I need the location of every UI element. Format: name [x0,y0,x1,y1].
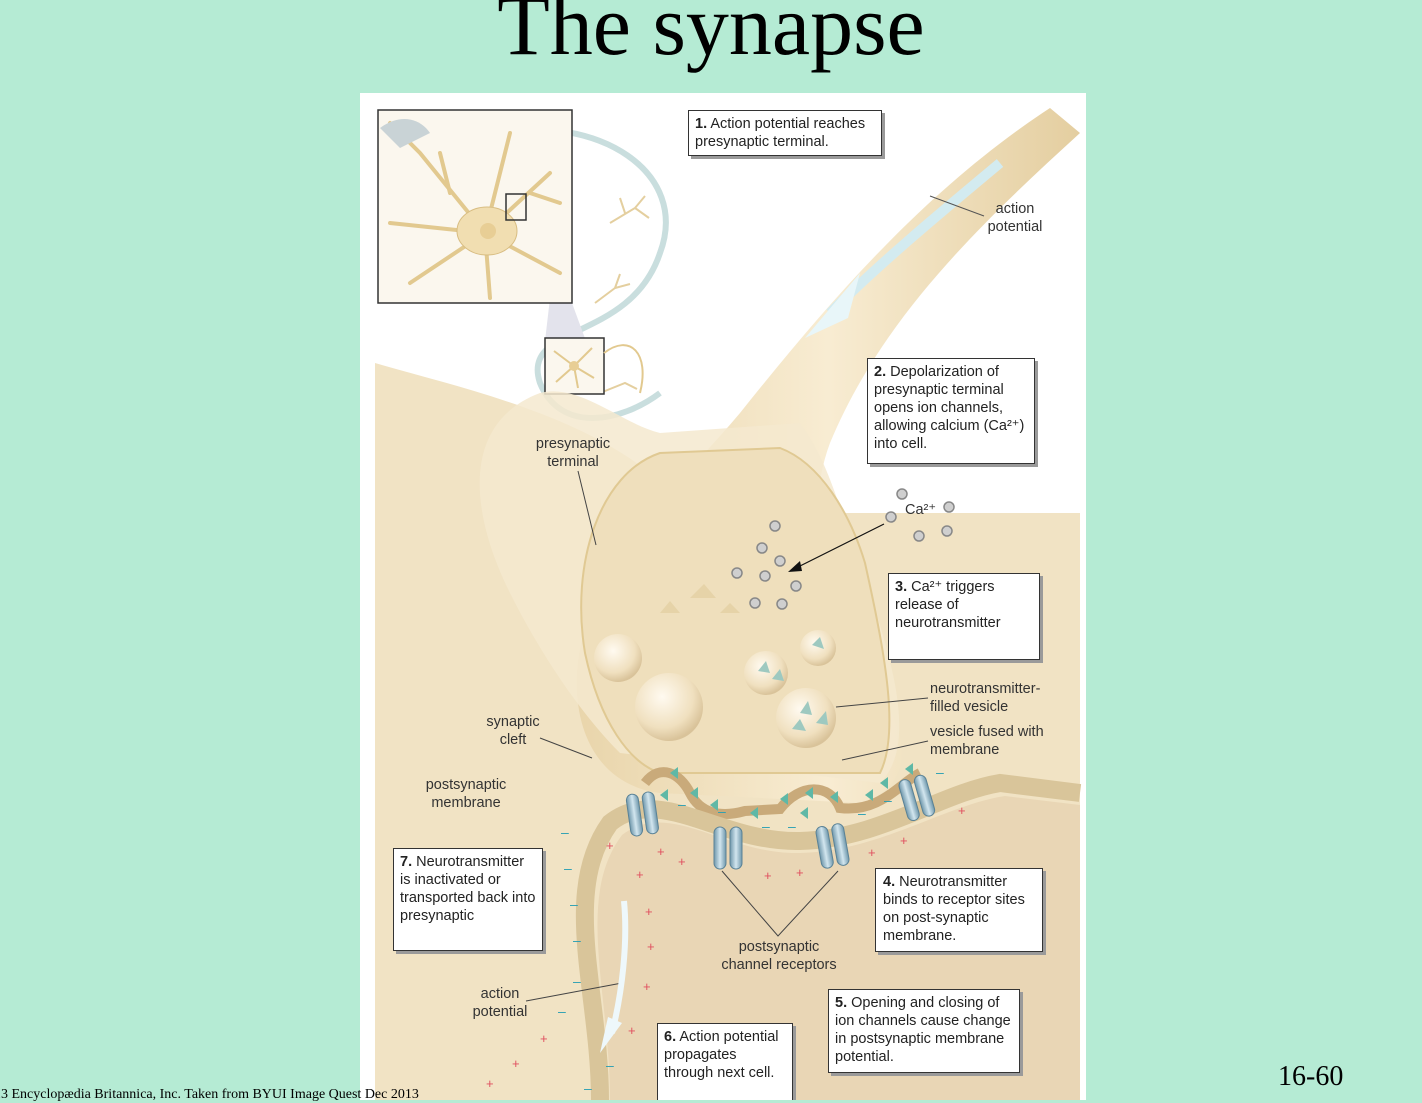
svg-text:–: – [584,1080,592,1096]
step-3-box: 3. Ca²⁺ triggers release of neurotransmi… [888,573,1040,660]
svg-text:+: + [486,1076,494,1091]
svg-text:+: + [643,979,651,994]
svg-text:+: + [958,803,966,818]
svg-text:–: – [564,860,572,876]
svg-text:–: – [788,818,796,834]
svg-text:+: + [764,868,772,883]
svg-text:–: – [573,973,581,989]
svg-text:–: – [558,1003,566,1019]
slide-title: The synapse [497,0,925,73]
svg-text:–: – [573,932,581,948]
zoom-wedge [545,110,605,393]
svg-text:+: + [900,833,908,848]
cleft-neurotransmitters [660,763,913,819]
label-nt-vesicle: neurotransmitter- filled vesicle [930,681,1041,715]
svg-text:–: – [936,764,944,780]
svg-text:+: + [657,844,665,859]
leader-lines [525,470,929,1002]
svg-text:–: – [678,796,686,812]
label-postsynaptic-membrane: postsynaptic membrane [425,777,507,811]
page-number: 16-60 [1278,1061,1344,1092]
step-7-box: 7. Neurotransmitter is inactivated or tr… [393,848,543,951]
cleft-minus-signs: – – – – – – – [678,764,944,834]
image-credit: 13 Encyclopædia Britannica, Inc. Taken f… [0,1087,419,1102]
label-action-potential-top: action potential [987,201,1043,235]
svg-text:+: + [636,867,644,882]
label-vesicle-fused: vesicle fused with membrane [930,724,1044,758]
step-1-box: 1. Action potential reaches presynaptic … [688,110,882,156]
svg-text:+: + [628,1023,636,1038]
nt-in-vesicles [758,637,828,731]
svg-text:–: – [718,803,726,819]
dendrite-branches [594,195,650,394]
plus-signs: + + + + + + + + + + + + + + + + [486,803,966,1091]
svg-text:+: + [540,1031,548,1046]
svg-text:+: + [647,939,655,954]
label-channel-receptors: postsynaptic channel receptors [721,939,837,973]
label-calcium: Ca²⁺ [905,502,937,518]
svg-text:+: + [678,854,686,869]
action-potential-arrow-top [805,159,1004,338]
svg-text:–: – [858,805,866,821]
label-synaptic-cleft: synaptic cleft [486,714,540,748]
presynaptic-membrane [641,767,923,819]
svg-text:–: – [762,818,770,834]
svg-text:+: + [796,865,804,880]
step-2-box: 2. Depolarization of presynaptic termina… [867,358,1035,464]
calcium-entry-arrow [788,523,885,572]
svg-text:–: – [884,792,892,808]
svg-text:+: + [512,1056,520,1071]
action-potential-arrow-bottom [600,900,629,1053]
svg-text:+: + [606,838,614,853]
label-action-potential-bottom: action potential [472,986,528,1020]
channel-receptors [625,774,936,870]
synapse-figure: –– –– –– – –– –– –– –– ++ ++ ++ ++ ++ ++… [360,93,1086,1100]
neuron-inset-small [544,337,644,395]
neuron-inset [377,109,573,304]
svg-text:–: – [570,896,578,912]
minus-signs: –– –– –– –– [558,824,614,1096]
calcium-ions [731,488,955,610]
svg-text:–: – [606,1057,614,1073]
label-presynaptic-terminal: presynaptic terminal [535,436,611,470]
svg-text:–: – [561,824,569,840]
step-6-box: 6. Action potential propagates through n… [657,1023,793,1100]
vesicles [594,584,836,748]
step-4-box: 4. Neurotransmitter binds to receptor si… [875,868,1043,952]
step-5-box: 5. Opening and closing of ion channels c… [828,989,1020,1073]
svg-text:+: + [645,904,653,919]
svg-text:+: + [868,845,876,860]
